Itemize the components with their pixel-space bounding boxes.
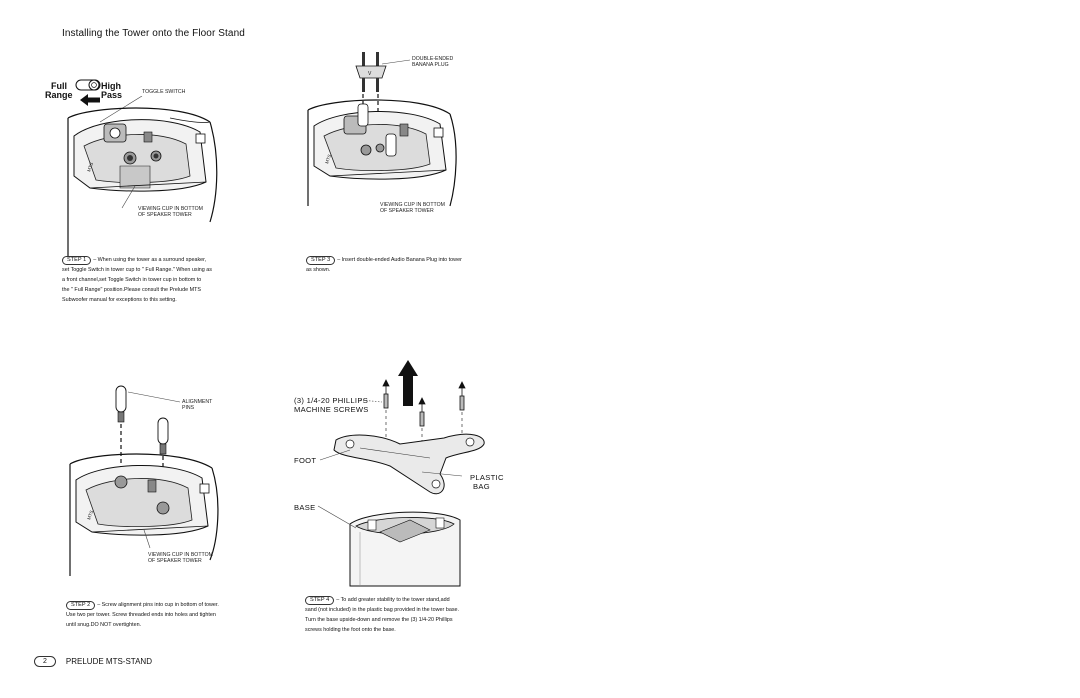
step2-line: – Screw alignment pins into cup in botto… bbox=[97, 602, 219, 608]
switch-label-high: High bbox=[101, 81, 121, 91]
callout-screws-line2: MACHINE SCREWS bbox=[294, 405, 369, 414]
step4-line: Turn the base upside-down and remove the… bbox=[305, 617, 453, 623]
step2-badge: STEP 2 bbox=[66, 601, 96, 610]
svg-text:MTS: MTS bbox=[324, 154, 332, 165]
tower-cup-illustration-2: V MTS bbox=[307, 52, 457, 207]
up-arrow-icon bbox=[398, 360, 418, 406]
callout-plastic-bag-line2: BAG bbox=[473, 482, 490, 491]
callout-viewing-cup-line1: VIEWING CUP IN BOTTOM bbox=[138, 206, 203, 212]
page-title: Installing the Tower onto the Floor Stan… bbox=[62, 28, 245, 39]
base-part bbox=[349, 511, 461, 587]
alignment-pin-icon bbox=[157, 417, 169, 455]
callout-viewing-cup-line1: VIEWING CUP IN BOTTOM bbox=[148, 552, 213, 558]
alignment-pin-icon bbox=[115, 385, 127, 423]
tower-cup-illustration-1: MTS bbox=[67, 96, 218, 256]
step2-line: Use two per tower. Screw threaded ends i… bbox=[66, 612, 216, 618]
step1-line: set Toggle Switch in tower cup to " Full… bbox=[62, 267, 212, 273]
step1-instructions: STEP 1– When using the tower as a surrou… bbox=[62, 255, 262, 305]
step3-line: as shown. bbox=[306, 267, 331, 273]
step4-line: screws holding the foot onto the base. bbox=[305, 627, 396, 633]
foot-part bbox=[333, 433, 485, 495]
page-number: 2 bbox=[34, 656, 56, 667]
callout-screws-line1: (3) 1/4-20 PHILLIPS bbox=[294, 396, 369, 405]
step4-line: – To add greater stability to the tower … bbox=[336, 597, 450, 603]
step3-line: – Insert double-ended Audio Banana Plug … bbox=[337, 257, 462, 263]
step1-line: Subwoofer manual for exceptions to this … bbox=[62, 297, 177, 303]
step3-badge: STEP 3 bbox=[306, 256, 336, 265]
base-foot-illustration bbox=[317, 360, 485, 587]
step4-badge: STEP 4 bbox=[305, 596, 335, 605]
callout-viewing-cup-line2: OF SPEAKER TOWER bbox=[138, 212, 192, 218]
callout-plastic-bag-line1: PLASTIC bbox=[470, 473, 504, 482]
switch-label-range: Range bbox=[45, 90, 73, 100]
switch-label-full: Full bbox=[51, 81, 67, 91]
step4-instructions: STEP 4– To add greater stability to the … bbox=[305, 595, 515, 635]
step1-line: a front channel,set Toggle Switch in tow… bbox=[62, 277, 202, 283]
svg-text:MTS: MTS bbox=[86, 162, 94, 173]
callout-banana-plug-line2: BANANA PLUG bbox=[412, 62, 449, 68]
step1-line: – When using the tower as a surround spe… bbox=[93, 257, 207, 263]
left-arrow-icon bbox=[80, 94, 100, 106]
banana-plug-icon: V bbox=[355, 52, 387, 92]
callout-toggle-switch: TOGGLE SWITCH bbox=[142, 89, 186, 95]
svg-text:MTS: MTS bbox=[86, 510, 94, 521]
callout-alignment-pins-line2: PINS bbox=[182, 405, 195, 411]
step1-badge: STEP 1 bbox=[62, 256, 92, 265]
callout-banana-plug-line1: DOUBLE-ENDED bbox=[412, 56, 454, 62]
callout-base: BASE bbox=[294, 503, 316, 512]
step4-line: sand (not included) in the plastic bag p… bbox=[305, 607, 460, 613]
callout-viewing-cup-line2: OF SPEAKER TOWER bbox=[380, 208, 434, 214]
callout-alignment-pins-line1: ALIGNMENT bbox=[182, 399, 213, 405]
svg-text:V: V bbox=[368, 71, 372, 77]
callout-viewing-cup-line1: VIEWING CUP IN BOTTOM bbox=[380, 202, 445, 208]
step2-line: until snug.DO NOT overtighten. bbox=[66, 622, 142, 628]
toggle-switch-icon bbox=[75, 79, 101, 91]
callout-viewing-cup-line2: OF SPEAKER TOWER bbox=[148, 558, 202, 564]
step1-line: the " Full Range" position.Please consul… bbox=[62, 287, 201, 293]
tower-cup-illustration-3: MTS bbox=[69, 385, 219, 576]
step2-instructions: STEP 2– Screw alignment pins into cup in… bbox=[66, 600, 276, 630]
callout-foot: FOOT bbox=[294, 456, 317, 465]
page-footer: 2 PRELUDE MTS-STAND bbox=[34, 656, 152, 667]
switch-label-pass: Pass bbox=[101, 90, 123, 100]
footer-brand: PRELUDE MTS-STAND bbox=[65, 657, 152, 666]
step3-instructions: STEP 3– Insert double-ended Audio Banana… bbox=[306, 255, 506, 275]
